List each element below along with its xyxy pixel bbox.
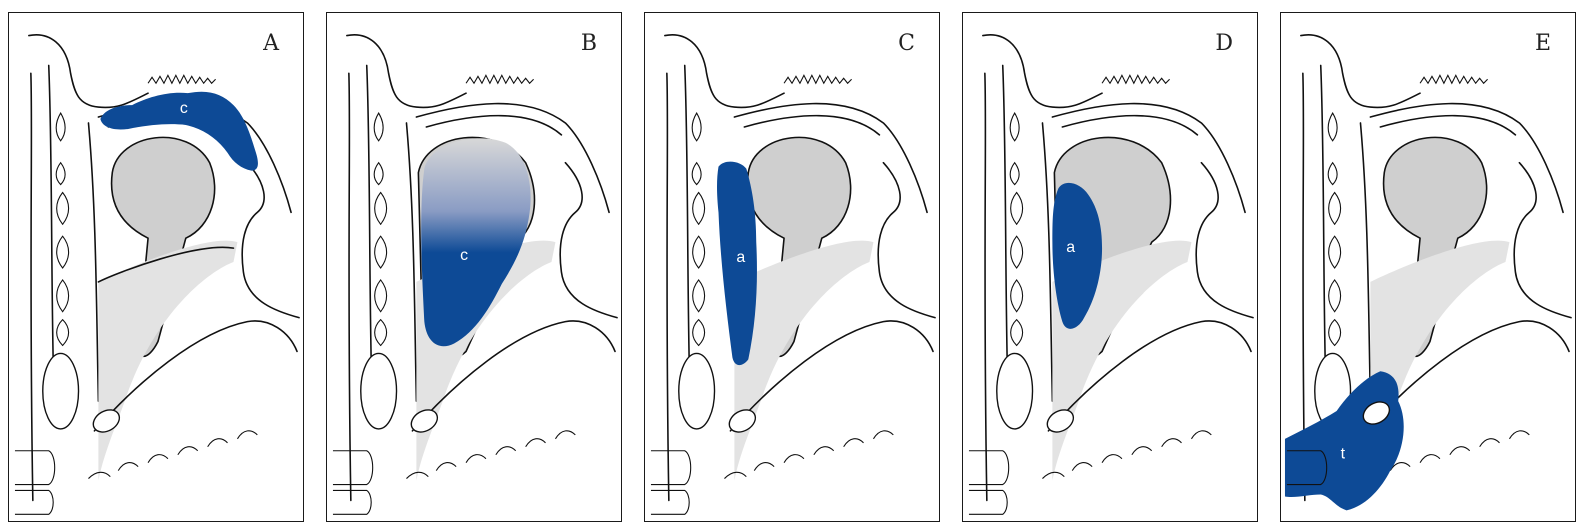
- panel-b: c B: [326, 12, 622, 522]
- panel-letter: E: [1535, 31, 1551, 56]
- mass-label: c: [180, 100, 188, 117]
- mass-label: a: [736, 249, 745, 266]
- mass-label: c: [460, 247, 468, 264]
- mass-label: t: [1341, 446, 1346, 463]
- tumor-mass: [421, 138, 530, 346]
- mass-label: a: [1066, 239, 1075, 256]
- panel-d-drawing: a: [963, 13, 1257, 521]
- panel-e: t E: [1280, 12, 1576, 522]
- panel-letter: C: [898, 31, 915, 56]
- orbit-anatomy: [969, 35, 1253, 514]
- panel-d: a D: [962, 12, 1258, 522]
- orbit-anatomy: [651, 35, 935, 514]
- panel-letter: B: [581, 31, 597, 56]
- panel-a: c A: [8, 12, 304, 522]
- panel-letter: D: [1215, 31, 1233, 56]
- panel-c: a C: [644, 12, 940, 522]
- panel-b-drawing: c: [327, 13, 621, 521]
- panel-e-drawing: t: [1281, 13, 1575, 521]
- panel-a-drawing: c: [9, 13, 303, 521]
- panel-letter: A: [263, 31, 279, 56]
- panel-c-drawing: a: [645, 13, 939, 521]
